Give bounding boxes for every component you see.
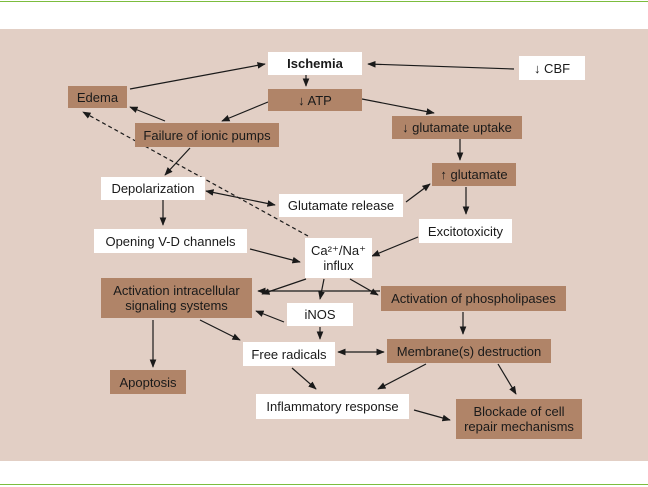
arrow-free-radicals-inflammatory <box>291 367 317 390</box>
arrow-influx-inos <box>318 278 325 300</box>
node-excitotoxicity: Excitotoxicity <box>419 219 512 243</box>
node-ionic-pumps: Failure of ionic pumps <box>135 123 279 147</box>
ca-na-line2: influx <box>323 258 354 273</box>
node-apoptosis: Apoptosis <box>110 370 186 394</box>
node-phospholipases: Activation of phospholipases <box>381 286 566 311</box>
node-depolarization: Depolarization <box>101 177 205 200</box>
node-free-radicals: Free radicals <box>243 342 335 366</box>
arrow-signaling-free-radicals <box>199 319 241 341</box>
node-glutamate-release: Glutamate release <box>279 194 403 217</box>
arrow-membrane-inflammatory <box>377 363 427 390</box>
arrow-atp-glutamate-uptake <box>361 98 435 115</box>
arrow-atp-pumps <box>221 101 269 122</box>
blockade-line1: Blockade of cell <box>473 404 565 419</box>
node-glutamate-uptake: ↓ glutamate uptake <box>392 116 522 139</box>
arrow-pumps-depolarization <box>164 147 191 176</box>
node-repair-blockade: Blockade of cell repair mechanisms <box>456 399 582 439</box>
arrow-influx-edema-dashed <box>82 111 309 237</box>
bottom-rule <box>0 484 648 485</box>
arrow-influx-signaling <box>261 278 307 295</box>
arrow-cbf-ischemia <box>367 60 515 70</box>
blockade-line2: repair mechanisms <box>464 419 574 434</box>
node-inos: iNOS <box>287 303 353 326</box>
arrow-pumps-edema <box>129 106 166 122</box>
node-inflammatory-response: Inflammatory response <box>256 394 409 419</box>
arrow-release-glutamate <box>405 183 431 203</box>
node-membrane-destruction: Membrane(s) destruction <box>387 339 551 363</box>
node-edema: Edema <box>68 86 127 108</box>
signaling-line2: signaling systems <box>125 298 228 313</box>
node-vd-channels: Opening V-D channels <box>94 229 247 253</box>
ca-na-line1: Ca²⁺/Na⁺ <box>311 243 366 258</box>
node-cbf: ↓ CBF <box>519 56 585 80</box>
arrow-inos-signaling <box>255 310 285 323</box>
arrow-membrane-blockade <box>497 363 517 395</box>
arrow-inflammatory-blockade <box>413 409 451 422</box>
signaling-line1: Activation intracellular <box>113 283 240 298</box>
arrow-release-depolarization <box>205 189 276 207</box>
arrow-channels-influx <box>249 248 301 264</box>
node-glutamate-increase: ↑ glutamate <box>432 163 516 186</box>
node-ca-na-influx: Ca²⁺/Na⁺ influx <box>305 238 372 278</box>
arrow-edema-ischemia <box>129 62 266 90</box>
arrow-influx-phospholipases <box>349 278 379 296</box>
node-atp: ↓ ATP <box>268 89 362 111</box>
arrow-excitotoxicity-influx <box>371 236 419 257</box>
top-rule <box>0 1 648 2</box>
node-ischemia: Ischemia <box>268 52 362 75</box>
node-signaling-systems: Activation intracellular signaling syste… <box>101 278 252 318</box>
